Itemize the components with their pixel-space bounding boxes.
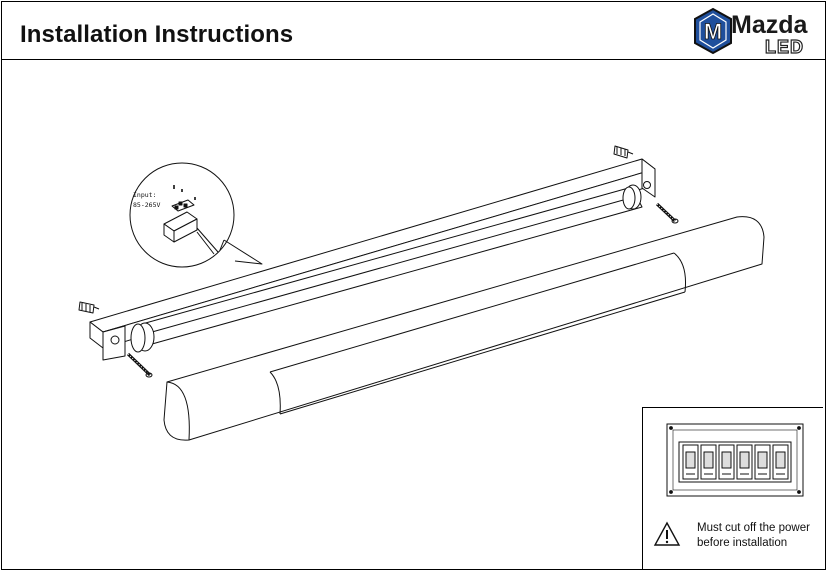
page-title: Installation Instructions <box>20 21 294 48</box>
wall-anchor-right <box>613 145 634 159</box>
emblem-letter: M <box>704 19 722 44</box>
mazda-led-logo: M Mazda LED <box>693 7 817 58</box>
header-bar: Installation Instructions M Mazda LED <box>2 2 825 60</box>
fixture-drawing <box>78 145 765 441</box>
logo-led-text: LED <box>764 36 804 57</box>
switch-panel-drawing <box>653 423 804 546</box>
screw-right <box>655 202 679 224</box>
mazda-emblem-icon: M <box>694 7 732 55</box>
wiring-callout <box>129 162 263 268</box>
logo-brand-text: Mazda <box>731 11 808 39</box>
screw-left <box>126 352 153 378</box>
power-warning-panel <box>642 407 823 569</box>
input-label: Input: <box>133 191 157 199</box>
wall-anchor-left <box>78 301 100 314</box>
voltage-label: 85-265V <box>133 201 161 209</box>
warning-triangle-icon <box>653 521 681 546</box>
warning-line-1: Must cut off the power <box>697 522 810 534</box>
led-tube <box>130 184 643 353</box>
diffuser-cover <box>163 216 765 441</box>
warning-text: Must cut off the power before installati… <box>697 521 810 551</box>
breaker-switches <box>682 444 789 480</box>
warning-line-2: before installation <box>697 537 788 549</box>
